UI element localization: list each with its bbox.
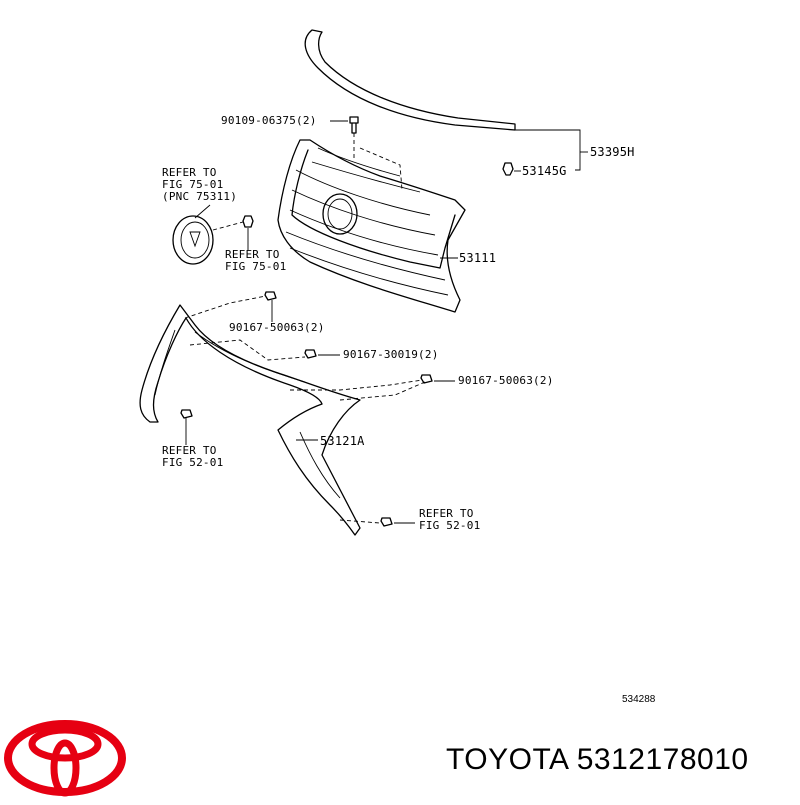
- bolt-90109: [349, 116, 359, 134]
- brand-part-number: TOYOTA 5312178010: [446, 743, 749, 776]
- clip-mid-left: [264, 291, 277, 301]
- clip-lower-left: [180, 409, 193, 419]
- label-refer-left-1: REFER TO: [162, 444, 217, 457]
- label-clip-mid-left: 90167-50063(2): [229, 321, 325, 334]
- clip-mid-center: [304, 349, 317, 359]
- label-53395h: 53395H: [590, 145, 635, 159]
- label-clip-mid-right: 90167-50063(2): [458, 374, 554, 387]
- label-refer-emblem-3: (PNC 75311): [162, 190, 238, 203]
- label-refer-right-1: REFER TO: [419, 507, 474, 520]
- illustration-id: 534288: [622, 694, 656, 705]
- upper-molding-strip: [304, 29, 516, 131]
- clip-mid-right: [420, 374, 433, 384]
- grille-53111: [277, 139, 466, 313]
- label-bolt-90109: 90109-06375(2): [221, 114, 317, 127]
- clip-lower-right: [380, 517, 393, 527]
- label-clip-mid-center: 90167-30019(2): [343, 348, 439, 361]
- clip-53145g: [502, 162, 514, 176]
- label-refer-right-2: FIG 52-01: [419, 519, 481, 532]
- emblem-ring: [172, 215, 214, 265]
- label-refer-nut-2: FIG 75-01: [225, 260, 287, 273]
- label-refer-emblem-2: FIG 75-01: [162, 178, 224, 191]
- label-refer-nut-1: REFER TO: [225, 248, 280, 261]
- label-53111: 53111: [459, 251, 497, 265]
- label-refer-emblem-1: REFER TO: [162, 166, 217, 179]
- nut: [242, 215, 254, 228]
- label-53145g: 53145G: [522, 164, 567, 178]
- label-53121a: 53121A: [320, 434, 365, 448]
- toyota-logo-icon: [4, 720, 126, 797]
- frame-53121a: [139, 304, 361, 536]
- label-refer-left-2: FIG 52-01: [162, 456, 224, 469]
